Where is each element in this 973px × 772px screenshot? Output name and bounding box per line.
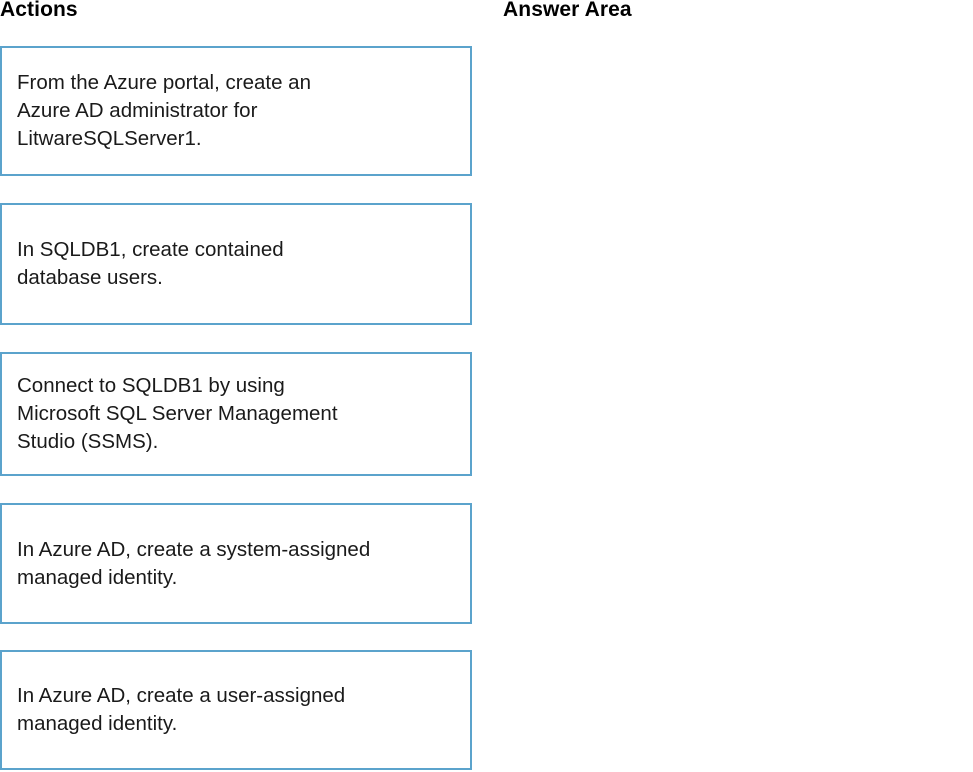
answer-area-drop-zone[interactable] [503, 46, 973, 769]
action-card[interactable]: Connect to SQLDB1 by using Microsoft SQL… [0, 352, 472, 476]
action-card[interactable]: From the Azure portal, create an Azure A… [0, 46, 472, 176]
action-card-label: In Azure AD, create a system-assigned ma… [17, 537, 371, 589]
actions-column-header: Actions [0, 0, 78, 21]
answer-area-column-header: Answer Area [503, 0, 632, 21]
action-card-label: From the Azure portal, create an Azure A… [17, 71, 311, 150]
action-card[interactable]: In SQLDB1, create contained database use… [0, 203, 472, 325]
action-card[interactable]: In Azure AD, create a system-assigned ma… [0, 503, 472, 624]
action-card[interactable]: In Azure AD, create a user-assigned mana… [0, 650, 472, 770]
action-card-label: Connect to SQLDB1 by using Microsoft SQL… [17, 374, 338, 453]
action-card-label: In SQLDB1, create contained database use… [17, 238, 284, 289]
action-card-label: In Azure AD, create a user-assigned mana… [17, 684, 346, 735]
